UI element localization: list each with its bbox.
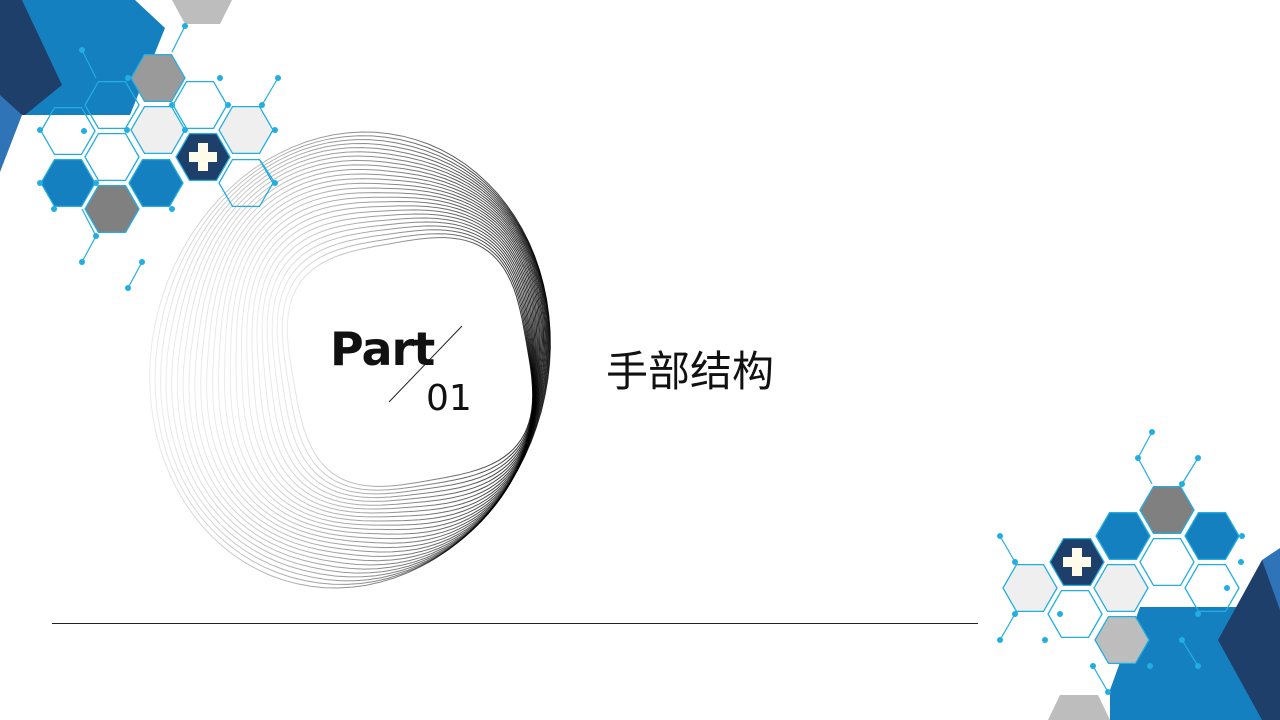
node-dot xyxy=(1224,585,1230,591)
hexagon xyxy=(1095,511,1151,561)
wave-ring xyxy=(235,196,537,526)
wave-ring xyxy=(171,147,549,574)
hexagon xyxy=(1184,563,1240,613)
medical-cross-icon xyxy=(1063,548,1091,576)
node-dot xyxy=(1057,611,1063,617)
node-dot xyxy=(169,102,175,108)
wave-ring xyxy=(246,205,536,518)
node-dot xyxy=(1042,637,1048,643)
wave-ring xyxy=(276,229,534,495)
wave-ring xyxy=(165,142,549,578)
wave-ring xyxy=(286,237,534,487)
node-dot xyxy=(125,285,131,291)
node-dot xyxy=(1239,533,1245,539)
node-dot xyxy=(125,75,131,81)
wave-ring xyxy=(200,169,544,553)
wave-ring xyxy=(217,182,540,540)
wave-ring xyxy=(176,151,548,570)
part-number: 01 xyxy=(426,378,472,419)
hexagon xyxy=(128,158,184,208)
node-dot xyxy=(1195,611,1201,617)
hexagon xyxy=(1093,563,1149,613)
wave-ring xyxy=(159,139,550,582)
wave-ring xyxy=(266,221,535,502)
node-dot xyxy=(93,180,99,186)
wave-ring xyxy=(223,187,539,535)
wave-ring xyxy=(261,217,535,506)
part-label: Part xyxy=(330,322,435,376)
node-dot xyxy=(169,206,175,212)
node-dot xyxy=(37,180,43,186)
hexagon xyxy=(1094,615,1150,665)
wave-ring xyxy=(251,209,535,514)
wave-ring xyxy=(206,173,542,549)
hexagon xyxy=(218,158,274,208)
wave-ring xyxy=(188,159,546,562)
hexagon xyxy=(1139,537,1195,587)
wave-ring xyxy=(256,213,535,510)
wave-ring xyxy=(149,131,551,589)
wave-ring xyxy=(281,233,534,491)
wave-ring xyxy=(154,135,551,585)
wave-ring xyxy=(240,200,536,522)
node-dot xyxy=(124,127,130,133)
node-dot xyxy=(217,75,223,81)
node-dot xyxy=(1147,663,1153,669)
wave-ring xyxy=(271,225,534,499)
wave-ring xyxy=(229,192,538,531)
node-dot xyxy=(225,102,231,108)
hexagon xyxy=(84,184,140,234)
hexagon xyxy=(1047,589,1103,639)
node-dot xyxy=(272,127,278,133)
wave-ring xyxy=(212,178,541,544)
node-dot xyxy=(1238,559,1244,565)
divider-line xyxy=(52,623,978,624)
hexagon xyxy=(1139,485,1195,535)
hexagon xyxy=(84,132,140,182)
node-dot xyxy=(51,206,57,212)
hexagon xyxy=(1184,511,1240,561)
node-dot xyxy=(182,127,188,133)
hexagon xyxy=(1002,563,1058,613)
node-dot xyxy=(81,128,87,134)
wave-ring xyxy=(194,164,544,557)
section-title: 手部结构 xyxy=(606,347,775,396)
medical-cross-icon xyxy=(189,143,217,171)
node-dot xyxy=(37,127,43,133)
wave-ring xyxy=(182,155,547,566)
